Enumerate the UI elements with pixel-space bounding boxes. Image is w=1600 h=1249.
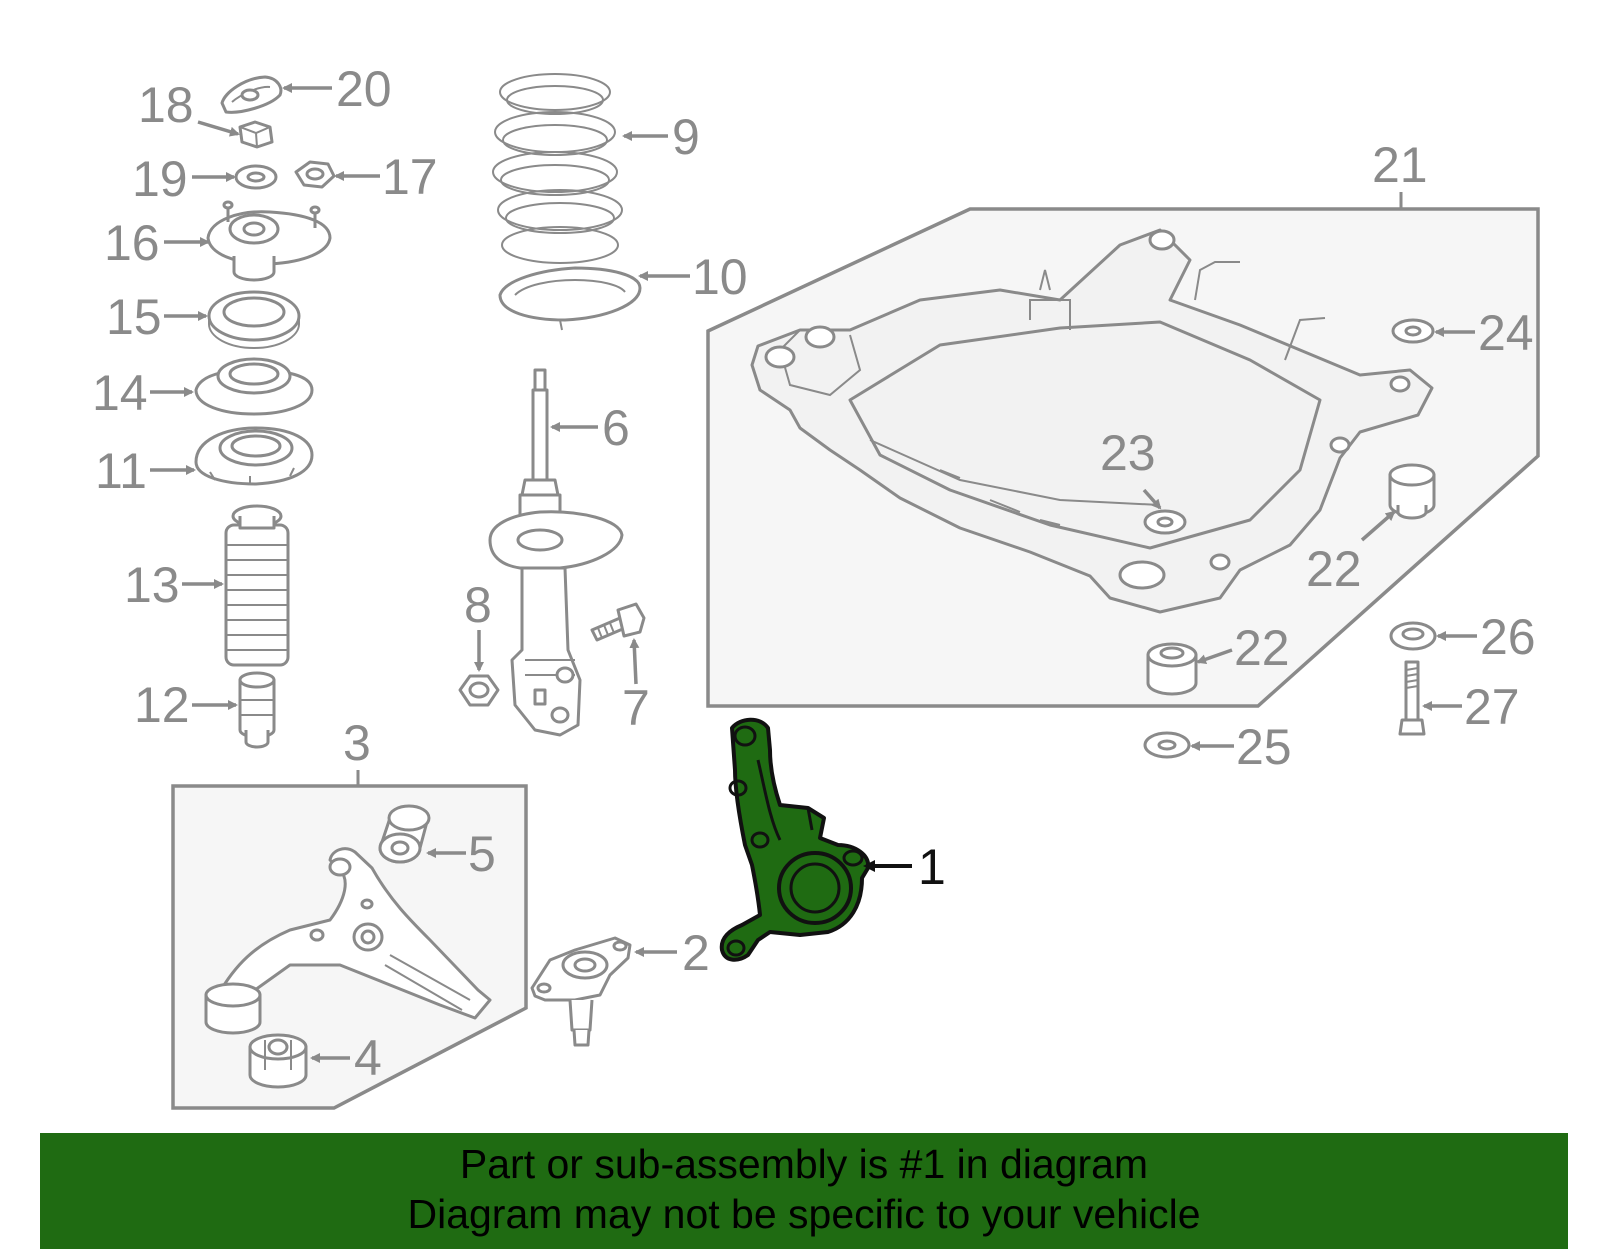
callout-10: 10 [692, 249, 748, 305]
callout-27: 27 [1464, 679, 1520, 735]
strut-assembly-6 [488, 368, 624, 737]
leader-arrow-18 [197, 120, 240, 137]
coil-spring-9 [492, 73, 623, 264]
leader-arrow-22-upper [1360, 510, 1396, 542]
nut-8 [458, 674, 500, 707]
callout-2: 2 [682, 925, 710, 981]
info-banner: Part or sub-assembly is #1 in diagram Di… [40, 1133, 1568, 1249]
washer-19 [234, 164, 278, 190]
spring-seat-14 [194, 357, 314, 416]
callout-17: 17 [382, 149, 438, 205]
callout-20: 20 [336, 61, 392, 117]
callout-23: 23 [1100, 425, 1156, 481]
callout-25: 25 [1236, 719, 1292, 775]
leader-arrow-7 [629, 638, 640, 685]
nut-18 [238, 120, 274, 149]
washer-26 [1389, 621, 1437, 651]
callout-1: 1 [918, 839, 946, 895]
callout-8: 8 [464, 577, 492, 633]
callout-22-upper: 22 [1306, 541, 1362, 597]
banner-line-disclaimer: Diagram may not be specific to your vehi… [407, 1191, 1201, 1237]
bearing-15 [207, 290, 301, 349]
callout-11: 11 [95, 443, 147, 499]
nut-17 [294, 160, 336, 189]
crossmember-bushing-upper [1388, 463, 1436, 520]
strut-cap-20 [220, 75, 283, 114]
bushing-5 [378, 804, 431, 864]
washer-23 [1143, 509, 1187, 535]
callout-15: 15 [106, 289, 162, 345]
callout-4: 4 [354, 1030, 382, 1086]
leader-arrow-23 [1142, 488, 1162, 510]
leader-arrow-22-lower [1196, 648, 1233, 665]
bolt-7 [590, 602, 646, 642]
callout-12: 12 [134, 677, 190, 733]
callout-9: 9 [672, 109, 700, 165]
front-crossmember [750, 228, 1434, 614]
bolt-27 [1398, 660, 1426, 736]
callout-24: 24 [1478, 305, 1534, 361]
callout-21: 21 [1372, 137, 1428, 193]
strut-mount-16 [206, 200, 332, 282]
washer-25 [1143, 731, 1191, 759]
spring-pad-11 [194, 426, 314, 486]
callout-19: 19 [132, 151, 188, 207]
callout-26: 26 [1480, 609, 1536, 665]
callout-18: 18 [138, 77, 194, 133]
callout-7: 7 [622, 680, 650, 736]
callout-14: 14 [92, 365, 148, 421]
callout-16: 16 [104, 215, 160, 271]
callout-5: 5 [468, 826, 496, 882]
callout-6: 6 [602, 400, 630, 456]
crossmember-bushing-lower [1146, 642, 1198, 696]
callout-22-lower: 22 [1234, 620, 1290, 676]
spring-seat-10 [498, 266, 642, 331]
washer-24 [1391, 318, 1435, 344]
callout-13: 13 [124, 557, 180, 613]
steering-knuckle-1 [719, 717, 871, 962]
callout-3: 3 [343, 715, 371, 771]
dust-boot-13 [224, 504, 290, 667]
banner-line-part-number: Part or sub-assembly is #1 in diagram [459, 1141, 1149, 1187]
lower-control-arm [204, 847, 492, 1035]
bushing-4 [248, 1033, 308, 1089]
ball-joint-2 [530, 936, 632, 1047]
bump-stop-12 [238, 671, 276, 749]
